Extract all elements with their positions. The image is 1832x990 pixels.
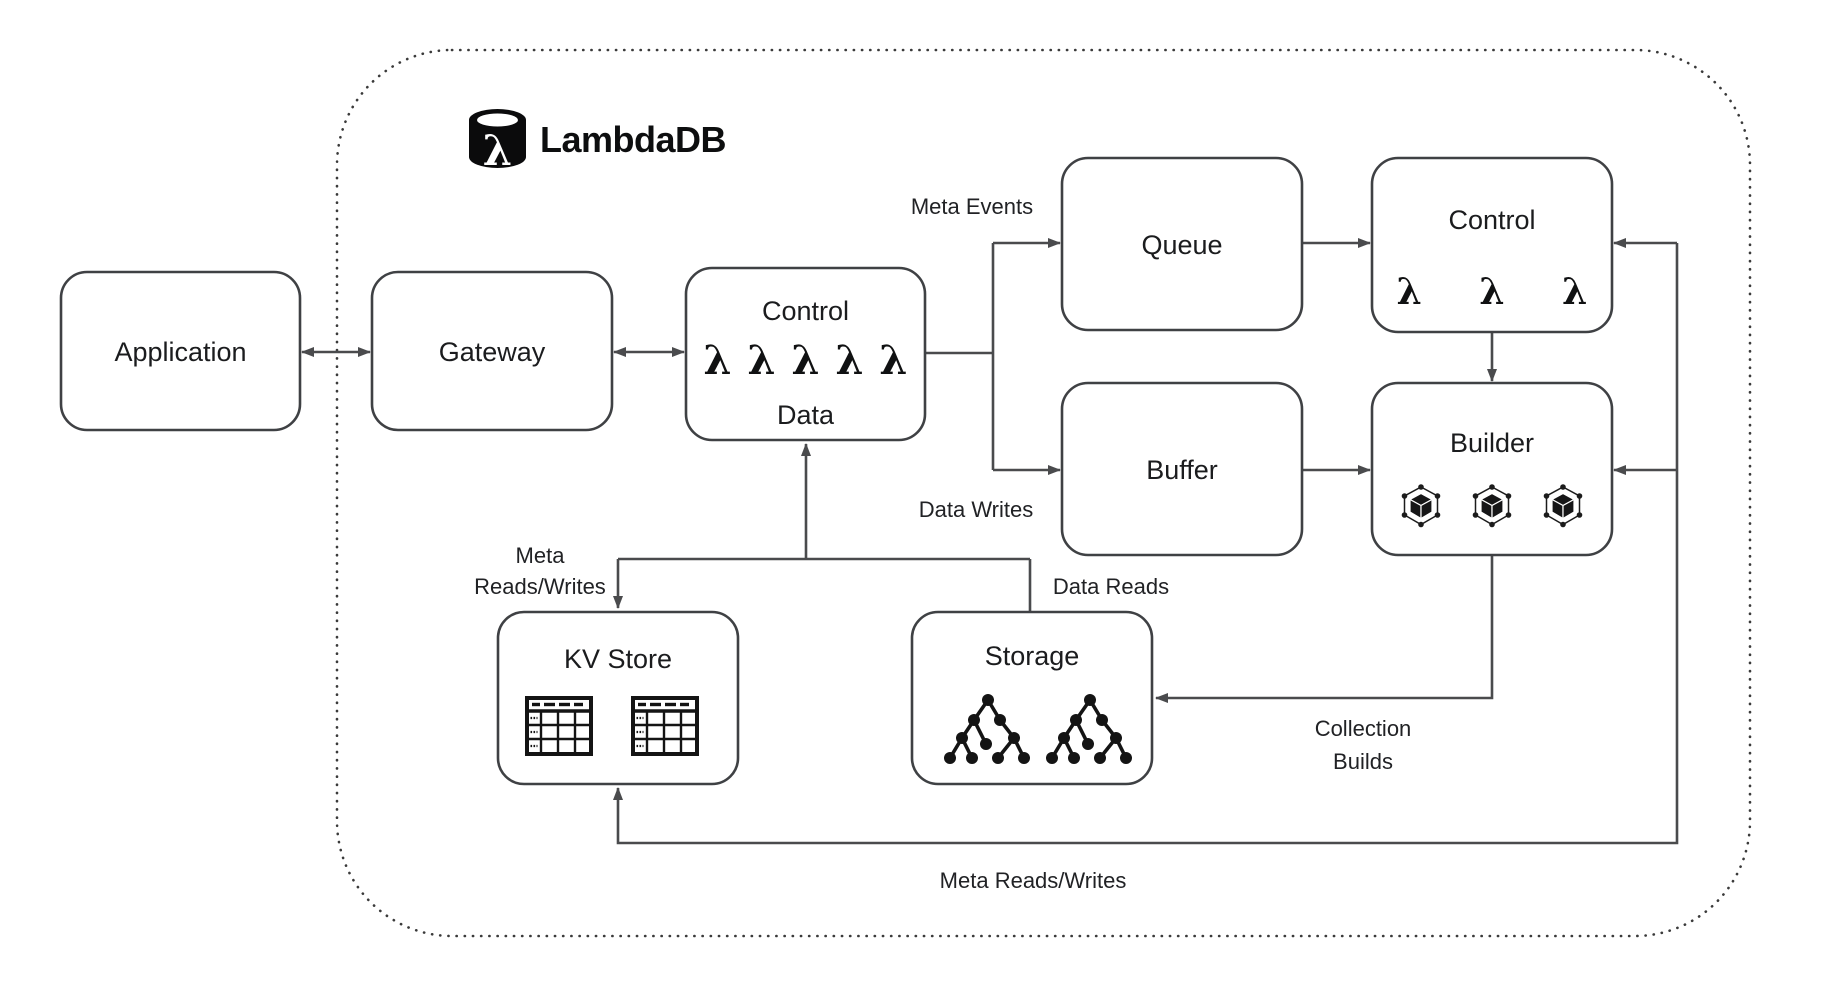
gateway-label: Gateway — [439, 337, 546, 367]
storage-label: Storage — [985, 641, 1080, 671]
edge-label-collection-builds-line2: Builds — [1333, 749, 1393, 774]
builder-label: Builder — [1450, 428, 1534, 458]
edge-label-collection-builds-line1: Collection — [1315, 716, 1412, 741]
queue-label: Queue — [1141, 230, 1222, 260]
logo-lambda-glyph: λ — [483, 126, 512, 175]
node-gateway — [370, 270, 614, 432]
edges — [301, 238, 1679, 845]
edge-builder-storage — [1155, 555, 1494, 703]
nodes: Application Gateway Control λ λ λ λ λ Da… — [59, 156, 1614, 786]
node-queue — [1060, 156, 1304, 332]
kv-store-label: KV Store — [564, 644, 672, 674]
application-label: Application — [114, 337, 246, 367]
node-control-data — [684, 266, 927, 442]
node-control-workers — [1370, 156, 1614, 334]
edge-label-data-writes: Data Writes — [919, 497, 1034, 522]
control-data-label-top: Control — [762, 296, 849, 326]
buffer-label: Buffer — [1146, 455, 1218, 485]
node-application — [59, 270, 302, 432]
edge-label-meta-reads-writes-line1: Meta — [516, 543, 566, 568]
control-workers-label: Control — [1448, 205, 1535, 235]
node-builder — [1370, 381, 1614, 557]
lambdadb-boundary — [335, 48, 1752, 938]
edge-labels: Meta Events Data Writes Meta Reads/Write… — [474, 194, 1411, 893]
lambdadb-logo: λ LambdaDB — [469, 109, 727, 175]
diagram-title: LambdaDB — [540, 119, 726, 160]
edge-label-meta-events: Meta Events — [911, 194, 1033, 219]
control-workers-lambda-icons: λ λ λ — [1397, 271, 1588, 313]
node-buffer — [1060, 381, 1304, 557]
edge-label-data-reads: Data Reads — [1053, 574, 1169, 599]
edge-loop-to-kvstore — [613, 243, 1679, 845]
control-data-label-bottom: Data — [777, 400, 835, 430]
edge-label-meta-reads-writes-line2: Reads/Writes — [474, 574, 606, 599]
database-cylinder-opening — [477, 113, 518, 127]
edge-label-meta-reads-writes-bottom: Meta Reads/Writes — [940, 868, 1127, 893]
control-data-lambda-icons: λ λ λ λ λ — [704, 337, 908, 384]
